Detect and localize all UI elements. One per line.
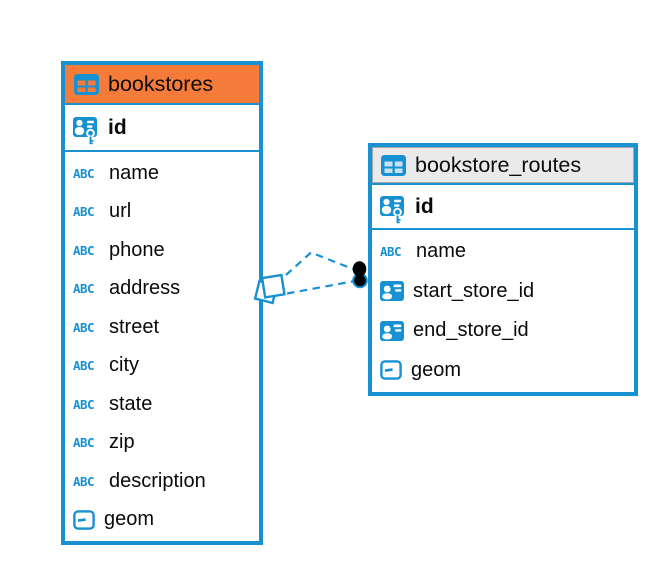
column-name: id — [108, 115, 127, 139]
column-name: street — [109, 315, 160, 338]
table-header-bookstore-routes[interactable]: bookstore_routes — [372, 147, 634, 185]
column-name: name — [416, 240, 467, 263]
column-row-start-store-id[interactable]: start_store_id — [372, 272, 634, 312]
text-type-icon: ABC — [73, 242, 95, 258]
column-row-id[interactable]: id — [65, 105, 259, 152]
relationship-connector[interactable] — [253, 251, 368, 305]
geometry-type-icon — [73, 509, 95, 530]
column-list: ABC name ABC url ABC phone ABC address A… — [65, 152, 259, 541]
column-row-end-store-id[interactable]: end_store_id — [372, 311, 634, 351]
text-type-icon: ABC — [73, 473, 95, 489]
column-row-geom[interactable]: geom — [65, 501, 259, 540]
column-name: geom — [104, 508, 155, 531]
text-type-icon: ABC — [73, 358, 95, 374]
text-type-icon: ABC — [73, 281, 95, 297]
column-row-zip[interactable]: ABC zip — [65, 424, 259, 463]
relation-diamond-marker[interactable] — [260, 273, 286, 299]
column-name: geom — [411, 358, 462, 381]
column-name: url — [109, 200, 132, 223]
column-name: start_store_id — [413, 279, 535, 302]
relation-line-upper[interactable] — [285, 251, 359, 276]
column-row-id[interactable]: id — [372, 185, 634, 230]
text-type-icon: ABC — [73, 319, 95, 335]
relation-endpoint-dot-lower[interactable] — [352, 272, 368, 289]
reference-type-icon — [380, 320, 404, 341]
column-name: phone — [109, 238, 165, 261]
table-title: bookstores — [108, 71, 214, 96]
primary-key-icon — [380, 196, 404, 224]
reference-type-icon — [380, 281, 404, 302]
column-row-address[interactable]: ABC address — [65, 270, 259, 309]
table-bookstore-routes[interactable]: bookstore_routes id ABC name — [368, 143, 638, 396]
column-row-state[interactable]: ABC state — [65, 385, 259, 424]
column-row-name[interactable]: ABC name — [372, 232, 634, 272]
column-name: description — [109, 469, 206, 492]
relation-endpoint-dot-upper[interactable] — [352, 261, 367, 277]
column-name: state — [109, 392, 153, 415]
table-icon — [381, 154, 406, 176]
geometry-type-icon — [380, 360, 402, 381]
table-icon — [74, 73, 99, 95]
column-name: end_store_id — [413, 319, 529, 342]
column-row-description[interactable]: ABC description — [65, 462, 259, 501]
table-title: bookstore_routes — [415, 152, 582, 177]
column-row-city[interactable]: ABC city — [65, 347, 259, 386]
primary-key-icon — [73, 117, 97, 145]
relation-line-lower[interactable] — [286, 279, 356, 295]
column-row-name[interactable]: ABC name — [65, 154, 259, 193]
column-name: id — [415, 194, 434, 218]
column-row-street[interactable]: ABC street — [65, 308, 259, 347]
column-name: name — [109, 161, 160, 184]
text-type-icon: ABC — [380, 244, 402, 260]
text-type-icon: ABC — [73, 396, 95, 412]
column-row-phone[interactable]: ABC phone — [65, 231, 259, 270]
column-name: address — [109, 277, 181, 300]
column-list: ABC name start_store_id — [372, 230, 634, 392]
text-type-icon: ABC — [73, 204, 95, 220]
column-name: city — [109, 354, 139, 377]
table-header-bookstores[interactable]: bookstores — [65, 65, 259, 105]
column-row-geom[interactable]: geom — [372, 351, 634, 391]
column-name: zip — [109, 431, 135, 454]
text-type-icon: ABC — [73, 435, 95, 451]
column-row-url[interactable]: ABC url — [65, 193, 259, 232]
text-type-icon: ABC — [73, 165, 95, 181]
table-bookstores[interactable]: bookstores id ABC name ABC — [61, 61, 263, 545]
